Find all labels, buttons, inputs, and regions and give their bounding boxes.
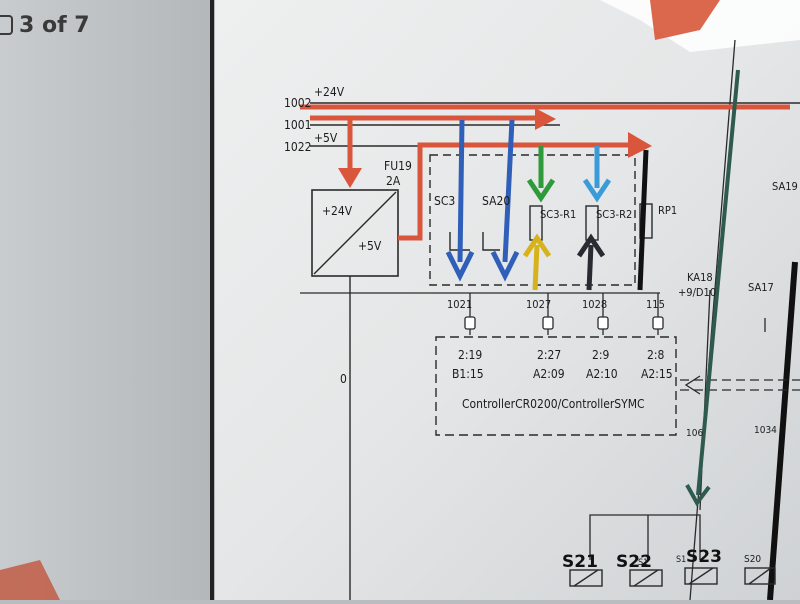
ka18-ref: +9/D10 [678,286,716,299]
controller-pin-4: 2:8 [647,348,665,362]
valve-small-label-1: S1 [638,558,648,568]
fuse-name: FU19 [384,159,412,173]
controller-port-3: A2:10 [586,367,618,381]
ka18-label: KA18 [687,271,713,284]
controller-pin-3: 2:9 [592,348,610,362]
red-arrowhead-icon [628,132,652,158]
valve-coils [569,567,776,587]
red-5v-arrow [398,142,630,241]
black-arrow [586,244,594,291]
valve-small-label-3: S20 [744,554,761,565]
page-counter-text: 3 of 7 [19,12,90,38]
link-arrow-icon [684,375,701,395]
wire-1034: 1034 [754,425,777,436]
teal-arrowhead-icon [685,484,711,507]
red-object [650,0,720,40]
yellow-arrow [532,244,540,291]
terminal-connectors [464,316,664,330]
controller-label: ControllerCR0200/ControllerSYMC [462,397,645,411]
teal-arrow [696,69,740,496]
sa20-label: SA20 [482,194,510,208]
right-rail-2 [767,261,798,601]
light-blue-arrowhead-icon [582,178,612,203]
yellow-arrowhead-icon [522,233,552,258]
wire-1027: 1027 [526,298,551,311]
sa19-label: SA19 [772,180,798,193]
valve-s21: S21 [562,552,598,572]
valve-small-label-2: S1 [676,555,686,565]
green-arrowhead-icon [526,178,556,203]
controller-pin-2: 2:27 [537,348,561,362]
wire-1028: 1028 [582,298,607,311]
rp1-wire [637,149,649,291]
red-arrowhead-icon [535,108,556,130]
blue-arrowhead-icon [490,250,520,282]
controller-port-1: B1:15 [452,367,484,381]
annotation-arrows [300,69,790,507]
wire-1021: 1021 [447,298,472,311]
converter-diagonal [313,191,397,275]
left-panel [0,0,215,600]
black-arrowhead-icon [576,233,606,258]
wire-0: 0 [340,372,347,386]
rail-1022-wire: 1022 [284,140,311,154]
blue-arrowhead-icon [445,250,475,282]
rail-1002-voltage: +24V [314,85,345,99]
panel-divider [210,0,214,600]
sensor-group-box [429,154,636,286]
sc3-switch [449,232,470,251]
converter-output-label: +5V [358,239,382,253]
dc-converter [311,189,399,277]
controller-pin-1: 2:19 [458,348,482,362]
sa20-switch [482,232,500,251]
valve-s23: S23 [686,547,722,567]
rail-1001-wire: 1001 [284,118,311,132]
sc3-r1-label: SC3-R1 [540,208,576,221]
fuse-rating: 2A [386,174,401,188]
page-counter: 3 of 7 [0,10,90,40]
schematic-page [215,0,800,600]
sa17-label: SA17 [748,281,774,294]
rail-1022-voltage: +5V [314,131,338,145]
blue-arrow-sa20 [502,119,515,263]
controller-port-2: A2:09 [533,367,565,381]
sc3-label: SC3 [434,194,455,208]
valve-bus [589,514,701,560]
wire-115: 115 [646,298,665,311]
blue-arrow-sc3 [457,119,465,263]
rail-1002-wire: 1002 [284,96,311,110]
red-arrowhead-icon [338,168,362,188]
page-icon [0,15,13,35]
converter-input-label: +24V [322,204,353,218]
sc3-r2-label: SC3-R2 [596,208,632,221]
controller-port-4: A2:15 [641,367,673,381]
rp1-label: RP1 [658,204,677,217]
background-object [0,560,60,600]
valve-s22: S22 [616,552,652,572]
controller-box [435,336,677,436]
wire-106: 106 [686,428,703,439]
